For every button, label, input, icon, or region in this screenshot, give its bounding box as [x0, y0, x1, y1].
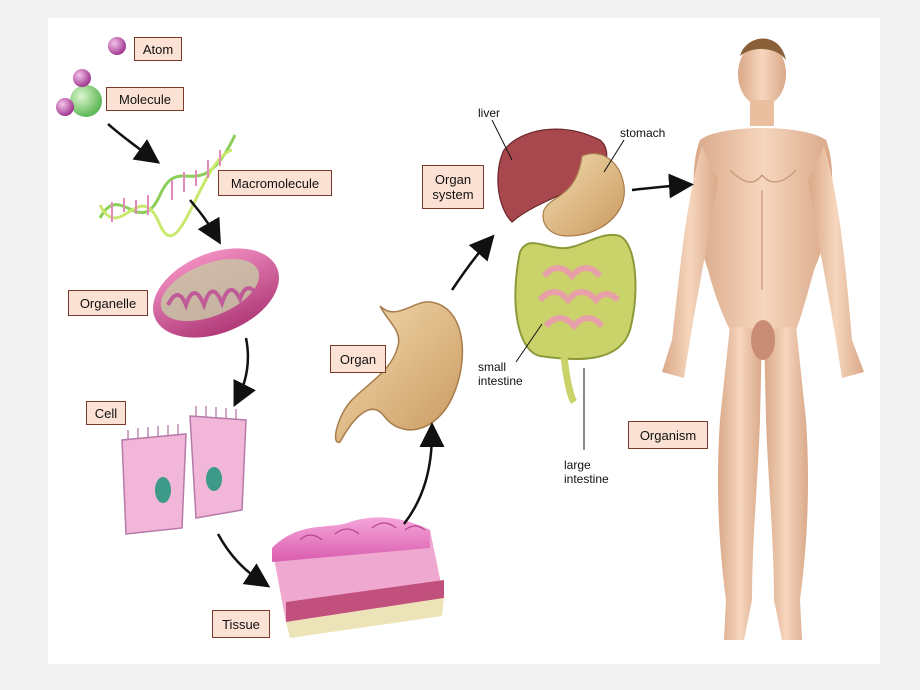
callout-stomach: stomach	[620, 126, 666, 140]
callout-leaders	[491, 119, 625, 450]
molecule-illustration	[56, 69, 102, 117]
arrow-organelle-to-cell	[233, 337, 256, 407]
arrow-organ-to-organ-system	[450, 234, 495, 291]
arrow-macromolecule-to-organelle	[189, 199, 221, 245]
callout-large-intestine: large intestine	[564, 458, 609, 486]
flow-arrows	[107, 123, 694, 588]
organ-system-illustration	[497, 128, 637, 404]
cell-illustration	[121, 406, 247, 535]
arrow-molecule-to-macromolecule	[107, 123, 161, 164]
label-organism: Organism	[628, 421, 708, 449]
callout-liver: liver	[478, 106, 501, 120]
label-cell: Cell	[86, 401, 126, 425]
organelle-illustration	[152, 248, 280, 338]
macromolecule-illustration	[98, 134, 237, 238]
callout-small-intestine: small intestine	[478, 360, 523, 388]
label-organelle: Organelle	[68, 290, 148, 316]
label-atom: Atom	[134, 37, 182, 61]
organism-illustration	[662, 38, 864, 640]
arrow-organ-system-to-organism	[631, 173, 694, 199]
tissue-illustration	[272, 517, 444, 638]
label-tissue: Tissue	[212, 610, 270, 638]
atom-illustration	[108, 37, 126, 55]
arrow-tissue-to-organ	[403, 422, 445, 525]
label-organ-system: Organ system	[422, 165, 484, 209]
arrow-cell-to-tissue	[216, 533, 271, 588]
organ-illustration	[334, 301, 464, 443]
label-macromolecule: Macromolecule	[218, 170, 332, 196]
label-molecule: Molecule	[106, 87, 184, 111]
label-organ: Organ	[330, 345, 386, 373]
